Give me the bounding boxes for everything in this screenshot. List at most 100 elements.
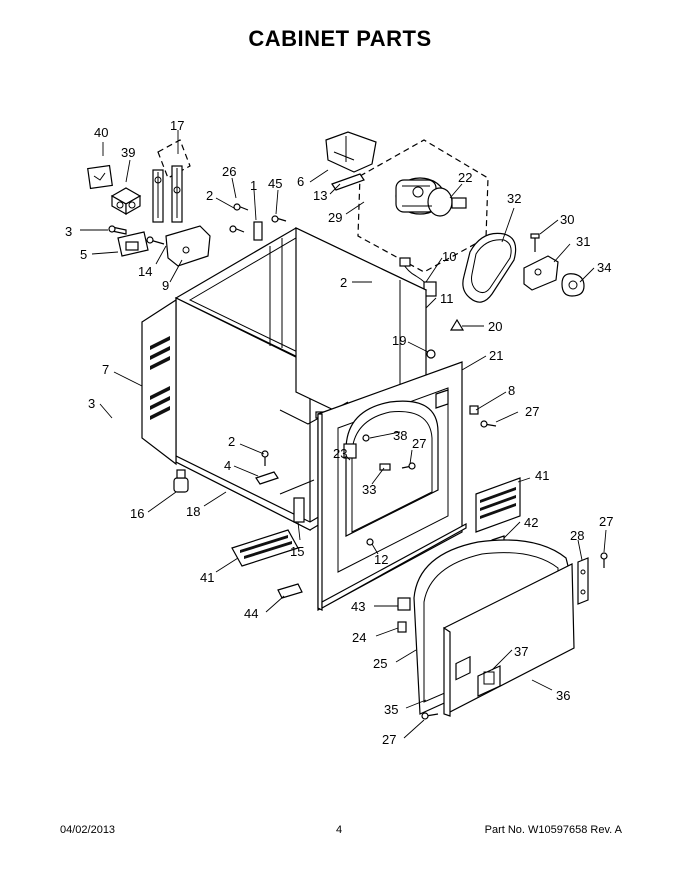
callout-23: 23 xyxy=(333,446,347,461)
part-26-screw xyxy=(233,203,249,211)
callout-27-bottom: 27 xyxy=(382,732,396,747)
part-44-label xyxy=(277,583,303,599)
callout-36: 36 xyxy=(556,688,570,703)
part-16-leg xyxy=(173,469,189,493)
callout-31: 31 xyxy=(576,234,590,249)
callout-21: 21 xyxy=(489,348,503,363)
callout-38: 38 xyxy=(393,428,407,443)
part-22-motor xyxy=(395,177,467,217)
callout-11: 11 xyxy=(440,291,454,306)
part-41-vent-grille-right xyxy=(475,477,521,533)
callout-27-door: 27 xyxy=(599,514,613,529)
part-1-clip xyxy=(253,221,263,241)
callout-3-top: 3 xyxy=(65,224,72,239)
part-38-screw xyxy=(362,434,370,442)
part-27-screw-front xyxy=(480,420,497,428)
callout-9: 9 xyxy=(162,278,169,293)
part-41-vent-grille-left xyxy=(231,529,299,567)
part-14-screw xyxy=(146,236,165,245)
callout-27-mid: 27 xyxy=(412,436,426,451)
callout-30: 30 xyxy=(560,212,574,227)
part-10-wire-harness xyxy=(399,257,437,297)
footer-date: 04/02/2013 xyxy=(60,824,116,836)
footer-page-number: 4 xyxy=(336,824,343,836)
callout-37: 37 xyxy=(514,644,528,659)
footer-part-number: Part No. W10597658 Rev. A xyxy=(484,824,622,836)
part-18-cabinet xyxy=(174,227,429,531)
part-6-mount-bracket xyxy=(325,131,377,173)
part-39-terminal-block xyxy=(110,187,142,216)
callout-16: 16 xyxy=(130,506,144,521)
callout-13: 13 xyxy=(313,188,327,203)
callout-32: 32 xyxy=(507,191,521,206)
callout-2-right: 2 xyxy=(340,275,347,290)
callout-4: 4 xyxy=(224,458,231,473)
part-27-screw-mid xyxy=(401,462,416,470)
part-4-bracket xyxy=(255,471,279,485)
part-31-bracket xyxy=(523,255,559,291)
part-29-motor-dashed-outline xyxy=(357,139,489,273)
part-34-pulley xyxy=(561,273,585,297)
callout-44: 44 xyxy=(244,606,258,621)
part-19-screw xyxy=(426,349,436,359)
callout-41-right: 41 xyxy=(535,468,549,483)
part-9-switch-bracket xyxy=(165,225,211,267)
callout-15: 15 xyxy=(290,544,304,559)
part-27-screw-door xyxy=(600,552,608,568)
callout-8: 8 xyxy=(508,383,515,398)
leader-lines xyxy=(80,130,607,739)
part-40-label-plate xyxy=(87,164,113,190)
part-24-strike xyxy=(397,621,407,633)
callout-39: 39 xyxy=(121,145,135,160)
callout-numbers: 40 17 39 26 2 1 45 6 13 22 29 32 30 31 3… xyxy=(65,118,613,747)
part-32-belt xyxy=(462,232,517,303)
callout-24: 24 xyxy=(352,630,366,645)
callout-25: 25 xyxy=(373,656,387,671)
callout-18: 18 xyxy=(186,504,200,519)
callout-43: 43 xyxy=(351,599,365,614)
callout-22: 22 xyxy=(458,170,472,185)
callout-40: 40 xyxy=(94,125,108,140)
callout-10: 10 xyxy=(442,249,456,264)
callout-29: 29 xyxy=(328,210,342,225)
callout-26: 26 xyxy=(222,164,236,179)
callout-34: 34 xyxy=(597,260,611,275)
callout-17: 17 xyxy=(170,118,184,133)
part-21-front-panel xyxy=(317,361,467,612)
part-12-screw xyxy=(366,538,374,546)
callout-7: 7 xyxy=(102,362,109,377)
callout-2-lower: 2 xyxy=(228,434,235,449)
part-36-outer-door xyxy=(443,563,575,717)
callout-19: 19 xyxy=(392,333,406,348)
part-13-strap xyxy=(331,173,365,191)
page-title: CABINET PARTS xyxy=(248,26,432,51)
part-3-screw xyxy=(108,225,127,235)
part-27-screw-bottom xyxy=(421,712,439,720)
part-17-wire-harness-bracket xyxy=(152,139,191,223)
callout-27-front: 27 xyxy=(525,404,539,419)
part-5-bracket xyxy=(117,231,149,257)
part-20-foot xyxy=(449,318,465,331)
callout-33: 33 xyxy=(362,482,376,497)
callout-41-left: 41 xyxy=(200,570,214,585)
part-43-latch xyxy=(397,597,411,611)
callout-14: 14 xyxy=(138,264,152,279)
callout-3-side: 3 xyxy=(88,396,95,411)
callout-2-top: 2 xyxy=(206,188,213,203)
part-45-screw xyxy=(271,215,287,223)
part-2-screw-top xyxy=(229,225,245,233)
part-30-screw xyxy=(530,233,540,252)
part-15-bracket xyxy=(279,479,315,523)
callout-20: 20 xyxy=(488,319,502,334)
part-8-clip xyxy=(469,405,479,415)
callout-45: 45 xyxy=(268,176,282,191)
callout-28: 28 xyxy=(570,528,584,543)
part-7-side-panel xyxy=(141,298,177,466)
part-2-screw-lower xyxy=(261,450,269,466)
part-28-hinge xyxy=(577,557,589,605)
callout-1: 1 xyxy=(250,178,257,193)
callout-42: 42 xyxy=(524,515,538,530)
callout-35: 35 xyxy=(384,702,398,717)
callout-12: 12 xyxy=(374,552,388,567)
